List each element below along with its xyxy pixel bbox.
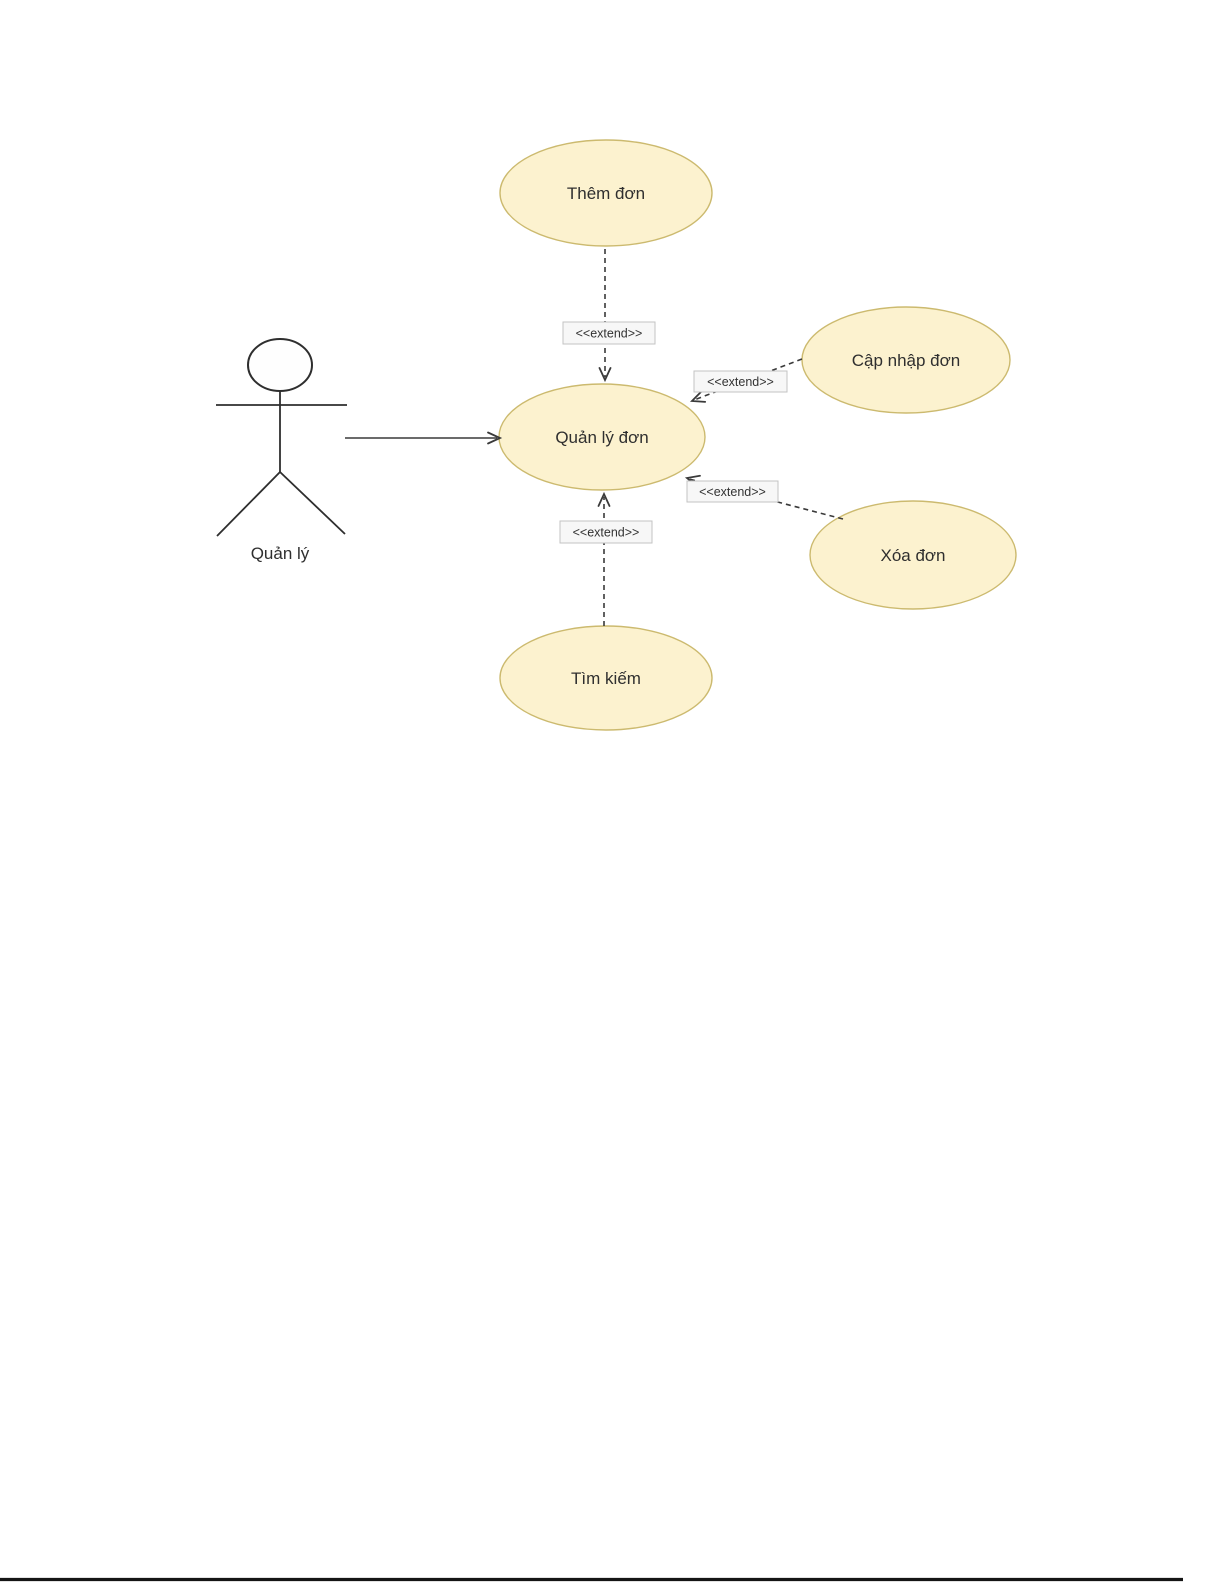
stereotype-box <box>693 370 788 393</box>
stereotype-text: <<extend>> <box>576 327 643 341</box>
stereotype-text: <<extend>> <box>573 526 640 540</box>
association-actor-to-manage <box>345 431 503 445</box>
extend-stereotype: <<extend>> <box>693 370 788 393</box>
stereotype-box <box>559 520 653 544</box>
usecase-ellipse <box>801 306 1011 414</box>
usecase-label: Cập nhập đơn <box>852 351 961 370</box>
usecase-cap-nhap-don[interactable]: Cập nhập đơn <box>801 306 1011 414</box>
usecase-ellipse <box>499 625 713 731</box>
usecase-label: Quản lý đơn <box>555 428 648 447</box>
arrowhead <box>598 367 612 383</box>
arrowhead <box>597 491 611 507</box>
usecase-ellipse <box>499 139 713 247</box>
extend-stereotype: <<extend>> <box>686 480 779 503</box>
extend-connector-add-to-manage: <<extend>> <box>562 249 656 383</box>
arrowhead <box>689 390 707 403</box>
usecase-tim-kiem[interactable]: Tìm kiếm <box>499 625 713 731</box>
actor-right-leg-line <box>279 471 346 535</box>
stereotype-box <box>562 321 656 345</box>
usecase-quan-ly-don[interactable]: Quản lý đơn <box>498 383 706 491</box>
extend-connector-delete-to-manage: <<extend>> <box>684 474 844 520</box>
extend-connector-search-to-manage: <<extend>> <box>559 491 653 626</box>
usecase-label: Thêm đơn <box>567 184 645 203</box>
extend-connector-update-to-manage: <<extend>> <box>689 358 803 403</box>
stereotype-box <box>686 480 779 503</box>
usecase-label: Xóa đơn <box>880 546 945 565</box>
stereotype-text: <<extend>> <box>707 375 774 389</box>
actor-label: Quản lý <box>251 544 310 563</box>
arrowhead <box>487 431 503 445</box>
actor-left-leg-line <box>216 471 281 537</box>
extend-stereotype: <<extend>> <box>562 321 656 345</box>
actor-quan-ly[interactable]: Quản lý <box>216 338 347 563</box>
usecase-xoa-don[interactable]: Xóa đơn <box>809 500 1017 610</box>
usecase-label: Tìm kiếm <box>571 669 641 688</box>
extend-stereotype: <<extend>> <box>559 520 653 544</box>
usecase-ellipse <box>809 500 1017 610</box>
stereotype-text: <<extend>> <box>699 485 766 499</box>
actor-head <box>247 338 313 392</box>
usecase-them-don[interactable]: Thêm đơn <box>499 139 713 247</box>
